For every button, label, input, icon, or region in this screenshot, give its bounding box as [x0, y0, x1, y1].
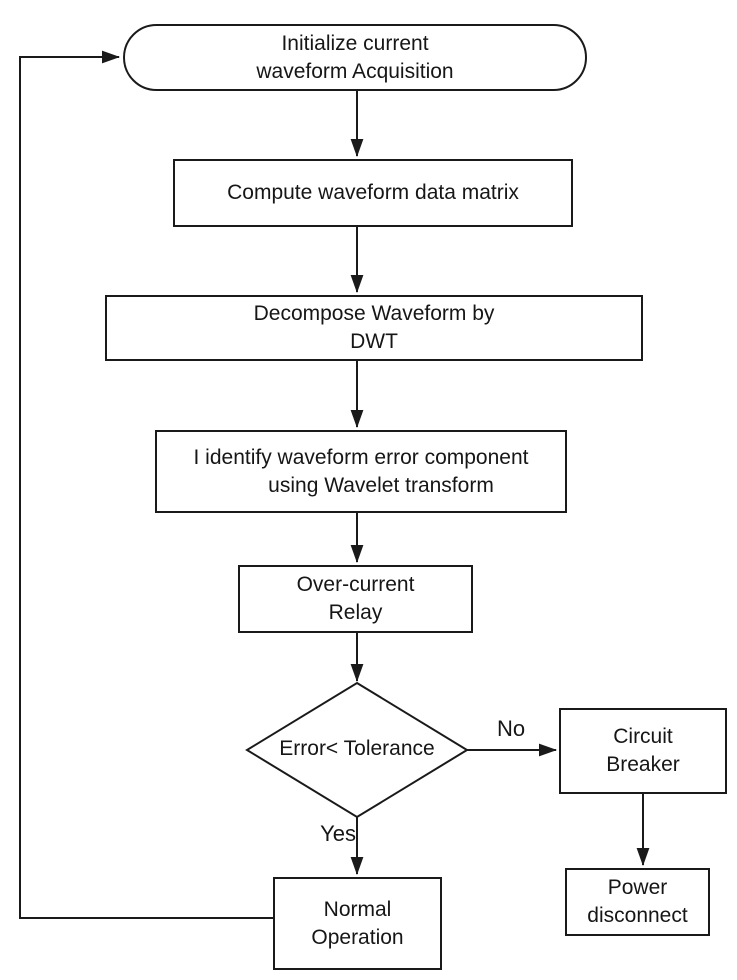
decision-diamond-shape — [245, 681, 469, 819]
node-decision-label: Error< Tolerance — [279, 737, 435, 760]
node-overcurrent-relay: Over-current Relay — [238, 565, 473, 633]
node-overcurrent-relay-label: Over-current Relay — [296, 573, 415, 624]
node-identify-error: I identify waveform error component usin… — [155, 430, 567, 513]
node-identify-error-line2: using Wavelet transform — [268, 473, 494, 497]
node-decompose-dwt: Decompose Waveform by DWT — [105, 295, 643, 361]
node-compute-matrix: Compute waveform data matrix — [173, 159, 573, 227]
node-identify-error-line1: I identify waveform error component — [193, 445, 529, 469]
node-normal-operation: Normal Operation — [273, 877, 442, 970]
edge-label-no: No — [496, 716, 526, 741]
node-initialize-acquisition: Initialize current waveform Acquisition — [123, 24, 587, 91]
edge-label-yes: Yes — [320, 821, 356, 846]
node-power-disconnect: Power disconnect — [565, 868, 710, 936]
node-decompose-dwt-label: Decompose Waveform by DWT — [253, 302, 495, 353]
node-circuit-breaker-label: Circuit Breaker — [606, 725, 680, 776]
node-compute-matrix-label: Compute waveform data matrix — [227, 181, 519, 204]
edge-normal-loop-to-start — [19, 50, 273, 919]
node-normal-operation-label: Normal Operation — [311, 897, 404, 949]
node-power-disconnect-label: Power disconnect — [587, 876, 688, 927]
node-initialize-acquisition-label: Initialize current waveform Acquisition — [256, 31, 454, 83]
node-circuit-breaker: Circuit Breaker — [559, 708, 727, 794]
